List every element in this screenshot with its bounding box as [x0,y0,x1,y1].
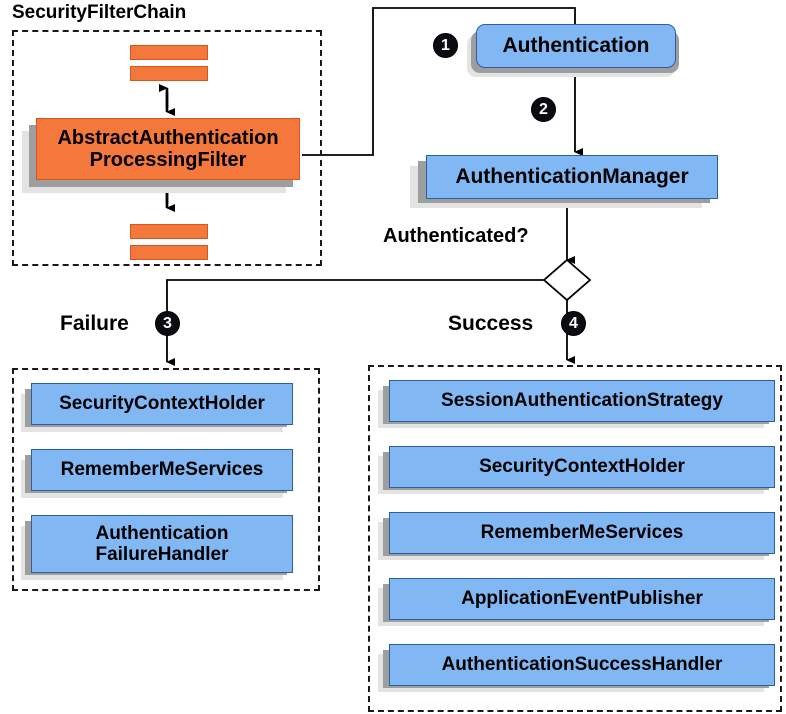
authentication-manager-node[interactable]: AuthenticationManager [426,155,718,199]
success-branch-group [368,365,782,712]
success-item-2-label: SecurityContextHolder [479,456,685,478]
success-item-3-label: RememberMeServices [480,522,684,544]
filter-label: AbstractAuthentication ProcessingFilter [57,127,278,172]
filter-label-line2: ProcessingFilter [89,149,247,171]
success-item-authentication-success-handler[interactable]: AuthenticationSuccessHandler [389,644,775,686]
abstract-authentication-processing-filter[interactable]: AbstractAuthentication ProcessingFilter [36,118,300,180]
filter-bar-1 [130,45,208,60]
failure-item-2-label: RememberMeServices [60,459,264,481]
security-filter-chain-title: SecurityFilterChain [12,2,187,23]
failure-branch-group [12,368,320,591]
authenticated-question-label: Authenticated? [383,225,529,247]
filter-bar-4 [130,245,208,260]
filter-bar-2 [130,66,208,81]
success-item-5-label: AuthenticationSuccessHandler [441,654,723,676]
filter-bar-3 [130,224,208,239]
filter-label-line1: AbstractAuthentication [57,126,279,149]
success-item-application-event-publisher[interactable]: ApplicationEventPublisher [389,578,775,620]
failure-item-3-label: Authentication FailureHandler [95,523,228,566]
authentication-manager-label: AuthenticationManager [455,165,689,189]
success-item-security-context-holder[interactable]: SecurityContextHolder [389,446,775,488]
failure-item-1-label: SecurityContextHolder [59,393,265,415]
authentication-node[interactable]: Authentication [476,24,676,68]
success-item-session-authentication-strategy[interactable]: SessionAuthenticationStrategy [389,380,775,422]
step-badge-2: 2 [531,97,556,122]
decision-diamond [542,258,592,302]
failure-item-3-label-line2: FailureHandler [95,544,229,565]
failure-item-remember-me-services[interactable]: RememberMeServices [31,449,293,491]
success-item-1-label: SessionAuthenticationStrategy [441,390,723,412]
step-badge-4: 4 [561,311,586,336]
step-badge-1: 1 [433,33,458,58]
failure-item-3-label-line1: Authentication [95,522,229,544]
failure-branch-label: Failure [60,312,129,335]
success-item-remember-me-services[interactable]: RememberMeServices [389,512,775,554]
authentication-label: Authentication [502,34,650,58]
step-badge-3: 3 [155,311,180,336]
failure-item-authentication-failure-handler[interactable]: Authentication FailureHandler [31,515,293,573]
success-branch-label: Success [448,312,534,335]
failure-item-security-context-holder[interactable]: SecurityContextHolder [31,383,293,425]
success-item-4-label: ApplicationEventPublisher [461,588,703,610]
